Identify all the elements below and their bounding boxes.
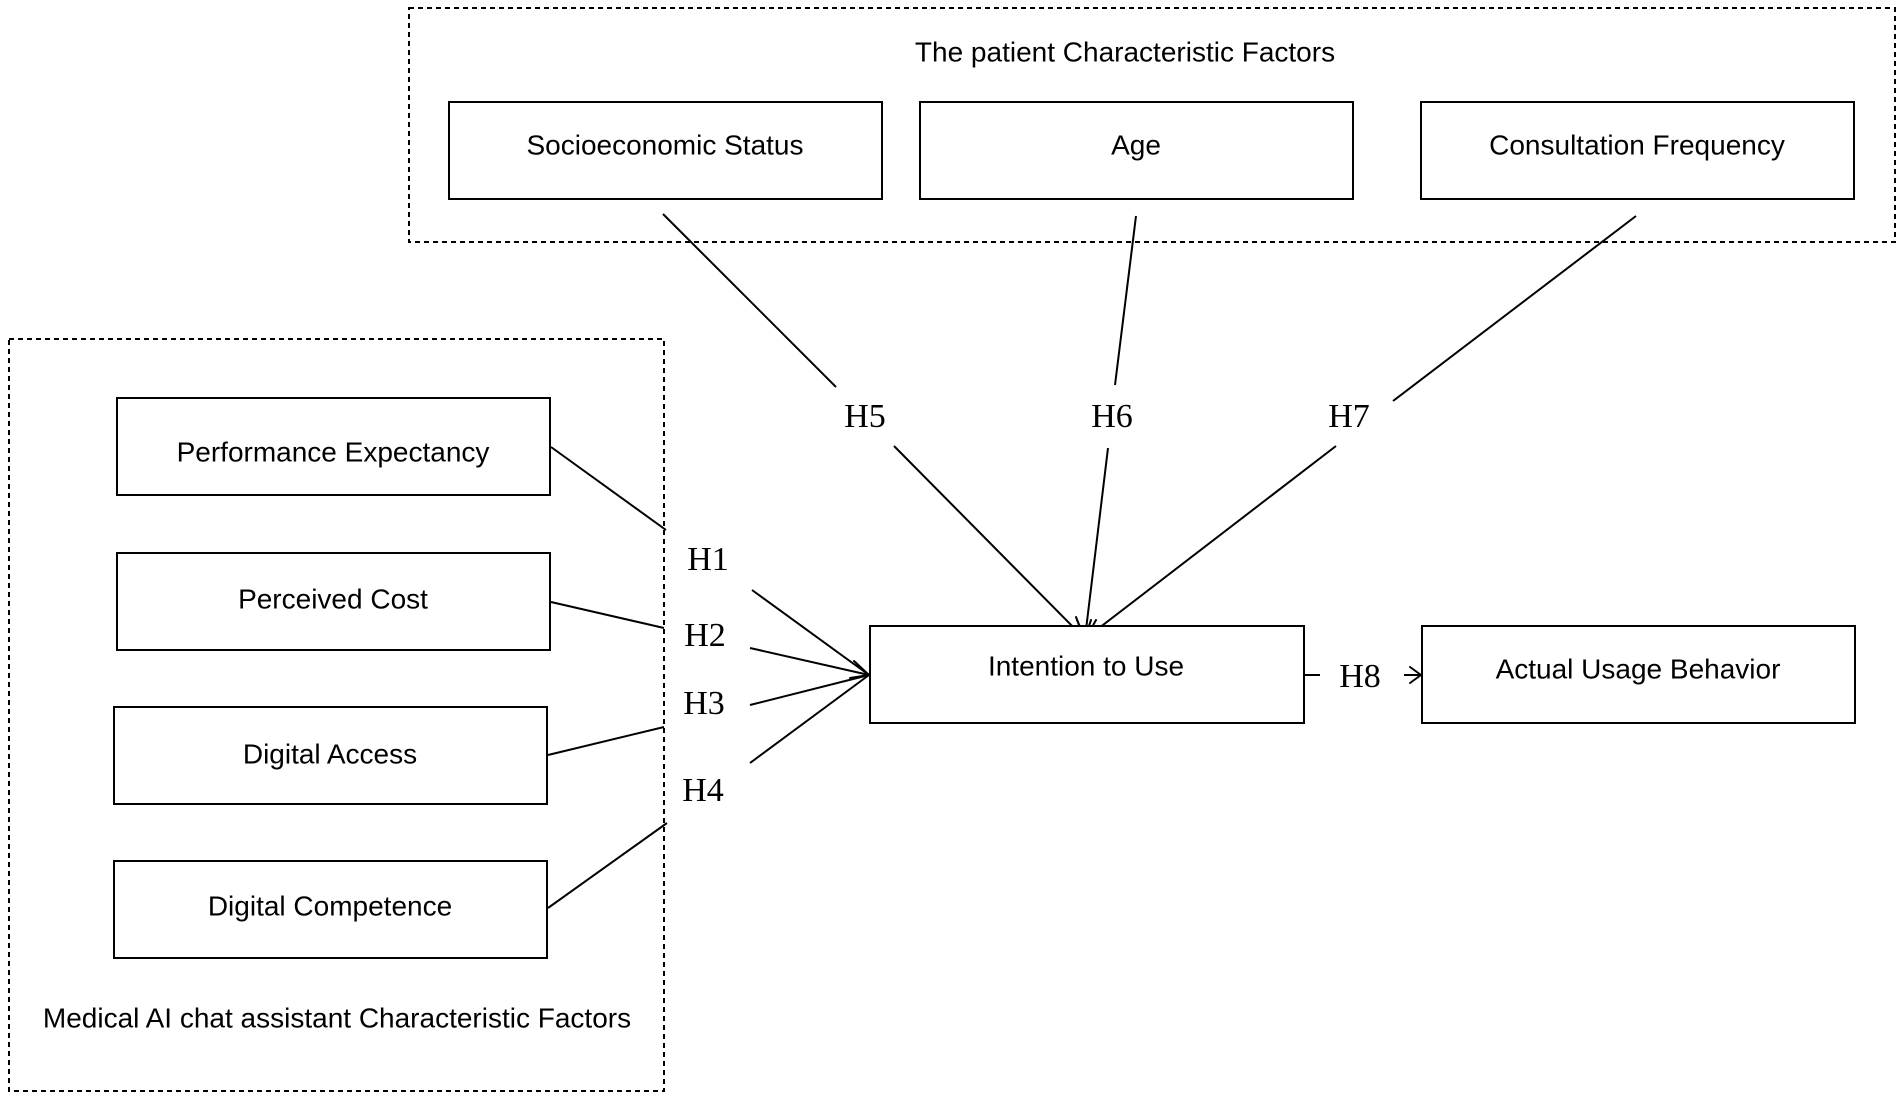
box-label: Consultation Frequency bbox=[1489, 129, 1785, 160]
box-digital-access: Digital Access bbox=[113, 706, 548, 805]
ai-links bbox=[547, 446, 1421, 909]
box-consultation-frequency: Consultation Frequency bbox=[1420, 101, 1855, 200]
box-label: Perceived Cost bbox=[238, 583, 428, 614]
patient-factors-title: The patient Characteristic Factors bbox=[915, 36, 1335, 67]
link-performance-h1 bbox=[550, 446, 667, 531]
patient-factors-frame bbox=[408, 7, 1896, 243]
hypothesis-h5: H5 bbox=[844, 398, 886, 435]
hypothesis-h1: H1 bbox=[687, 541, 729, 578]
link-h3-intention bbox=[749, 674, 870, 706]
patient-factors-group: The patient Characteristic Factors bbox=[408, 7, 1896, 243]
hypothesis-h2: H2 bbox=[684, 617, 726, 654]
hypothesis-h8: H8 bbox=[1339, 658, 1381, 695]
hypothesis-h6: H6 bbox=[1091, 398, 1133, 435]
link-h6-intention bbox=[1084, 447, 1109, 639]
box-frame bbox=[116, 552, 551, 651]
ai-factors-frame bbox=[8, 338, 665, 1092]
link-h5-intention bbox=[893, 445, 1085, 639]
ai-factors-title: Medical AI chat assistant Characteristic… bbox=[43, 1002, 631, 1033]
box-digital-competence: Digital Competence bbox=[113, 860, 548, 959]
box-frame bbox=[113, 860, 548, 959]
ai-factors-group: Medical AI chat assistant Characteristic… bbox=[8, 338, 665, 1092]
box-frame bbox=[1420, 101, 1855, 200]
hypothesis-h7: H7 bbox=[1328, 398, 1370, 435]
box-frame bbox=[448, 101, 883, 200]
box-label: Digital Competence bbox=[208, 890, 452, 921]
link-socioeconomic-h5 bbox=[662, 213, 837, 388]
box-perceived-cost: Perceived Cost bbox=[116, 552, 551, 651]
link-age-h6 bbox=[1114, 215, 1137, 386]
link-h7-intention bbox=[1085, 445, 1337, 639]
box-label: Digital Access bbox=[243, 738, 417, 769]
box-label: Performance Expectancy bbox=[177, 436, 490, 467]
box-frame bbox=[869, 625, 1305, 724]
box-frame bbox=[919, 101, 1354, 200]
box-frame bbox=[116, 397, 551, 496]
link-h4-intention bbox=[749, 674, 870, 764]
box-performance-expectancy: Performance Expectancy bbox=[116, 397, 551, 496]
box-socioeconomic-status: Socioeconomic Status bbox=[448, 101, 883, 200]
box-frame bbox=[113, 706, 548, 805]
hypothesis-labels: H1 H2 H3 H4 H5 H6 H7 H8 bbox=[682, 398, 1381, 809]
hypothesis-h3: H3 bbox=[683, 685, 725, 722]
box-actual-usage-behavior: Actual Usage Behavior bbox=[1421, 625, 1856, 724]
link-h2-intention bbox=[749, 647, 870, 676]
box-age: Age bbox=[919, 101, 1354, 200]
box-label: Actual Usage Behavior bbox=[1496, 653, 1781, 684]
link-cost-h2 bbox=[550, 601, 665, 629]
link-consultation-h7 bbox=[1392, 215, 1637, 402]
box-label: Socioeconomic Status bbox=[526, 129, 803, 160]
box-frame bbox=[1421, 625, 1856, 724]
box-label: Age bbox=[1111, 129, 1161, 160]
patient-links bbox=[662, 213, 1637, 639]
box-intention-to-use: Intention to Use bbox=[869, 625, 1305, 724]
link-competence-h4 bbox=[547, 822, 668, 909]
hypothesis-h4: H4 bbox=[682, 772, 724, 809]
link-access-h3 bbox=[547, 726, 665, 756]
box-label: Intention to Use bbox=[988, 650, 1184, 681]
link-h1-intention bbox=[751, 589, 870, 676]
